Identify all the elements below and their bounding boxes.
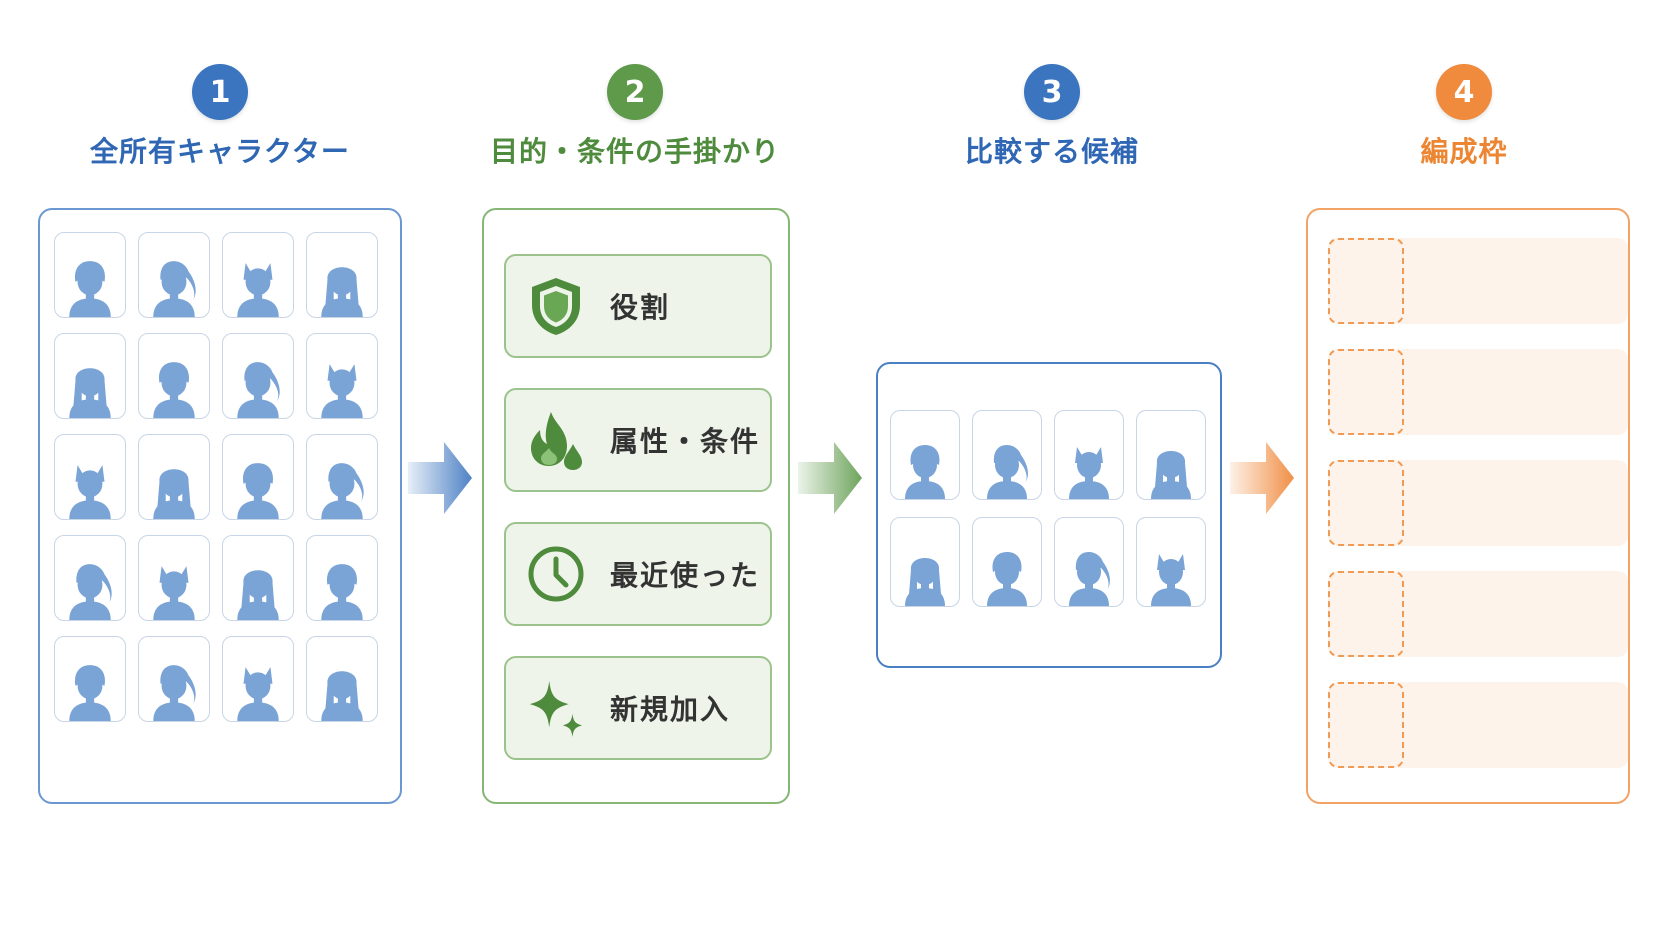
step-4-badge: 4 bbox=[1436, 64, 1492, 120]
character-silhouette-icon bbox=[229, 245, 287, 317]
shield-icon bbox=[526, 276, 586, 336]
cue-role[interactable]: 役割 bbox=[504, 254, 772, 358]
character-tile[interactable] bbox=[1054, 410, 1124, 500]
character-tile[interactable] bbox=[54, 636, 126, 722]
character-tile[interactable] bbox=[138, 333, 210, 419]
character-tile[interactable] bbox=[138, 232, 210, 318]
slot-placeholder bbox=[1328, 571, 1404, 657]
character-tile[interactable] bbox=[54, 232, 126, 318]
roster-panel bbox=[38, 208, 402, 804]
character-tile[interactable] bbox=[222, 333, 294, 419]
character-tile[interactable] bbox=[890, 517, 960, 607]
character-silhouette-icon bbox=[313, 447, 371, 519]
step-2-badge: 2 bbox=[607, 64, 663, 120]
character-silhouette-icon bbox=[229, 346, 287, 418]
character-tile[interactable] bbox=[138, 434, 210, 520]
character-tile[interactable] bbox=[222, 232, 294, 318]
character-silhouette-icon bbox=[61, 548, 119, 620]
character-silhouette-icon bbox=[979, 530, 1035, 606]
character-silhouette-icon bbox=[61, 447, 119, 519]
character-silhouette-icon bbox=[897, 423, 953, 499]
character-tile[interactable] bbox=[306, 333, 378, 419]
character-tile[interactable] bbox=[306, 535, 378, 621]
character-silhouette-icon bbox=[1143, 423, 1199, 499]
cue-new-label: 新規加入 bbox=[610, 693, 731, 726]
clock-icon bbox=[526, 544, 586, 604]
step-1-badge: 1 bbox=[192, 64, 248, 120]
character-silhouette-icon bbox=[979, 423, 1035, 499]
cue-role-label: 役割 bbox=[610, 291, 671, 324]
character-tile[interactable] bbox=[1136, 410, 1206, 500]
cue-recent-label: 最近使った bbox=[610, 559, 761, 592]
step-3-badge: 3 bbox=[1024, 64, 1080, 120]
character-silhouette-icon bbox=[313, 548, 371, 620]
character-silhouette-icon bbox=[897, 530, 953, 606]
character-tile[interactable] bbox=[138, 535, 210, 621]
arrow-right-icon bbox=[408, 442, 472, 514]
character-silhouette-icon bbox=[313, 346, 371, 418]
character-silhouette-icon bbox=[145, 245, 203, 317]
team-slot[interactable] bbox=[1328, 349, 1628, 435]
arrow-right-icon bbox=[1230, 442, 1294, 514]
character-silhouette-icon bbox=[61, 245, 119, 317]
character-silhouette-icon bbox=[1061, 530, 1117, 606]
character-silhouette-icon bbox=[145, 346, 203, 418]
arrow-right-icon bbox=[798, 442, 862, 514]
character-silhouette-icon bbox=[313, 245, 371, 317]
cue-attribute-label: 属性・条件 bbox=[610, 425, 761, 458]
character-tile[interactable] bbox=[1054, 517, 1124, 607]
cue-attribute[interactable]: 属性・条件 bbox=[504, 388, 772, 492]
slot-placeholder bbox=[1328, 349, 1404, 435]
slot-placeholder bbox=[1328, 238, 1404, 324]
character-silhouette-icon bbox=[1061, 423, 1117, 499]
character-tile[interactable] bbox=[222, 434, 294, 520]
character-tile[interactable] bbox=[222, 636, 294, 722]
character-tile[interactable] bbox=[54, 535, 126, 621]
slot-placeholder bbox=[1328, 460, 1404, 546]
character-silhouette-icon bbox=[229, 649, 287, 721]
character-silhouette-icon bbox=[61, 346, 119, 418]
character-tile[interactable] bbox=[1136, 517, 1206, 607]
character-silhouette-icon bbox=[145, 447, 203, 519]
character-tile[interactable] bbox=[306, 232, 378, 318]
character-silhouette-icon bbox=[229, 447, 287, 519]
slot-placeholder bbox=[1328, 682, 1404, 768]
candidates-panel bbox=[876, 362, 1222, 668]
step-3-title: 比較する候補 bbox=[964, 135, 1139, 168]
sparkle-icon bbox=[526, 678, 586, 738]
character-tile[interactable] bbox=[306, 434, 378, 520]
character-tile[interactable] bbox=[54, 434, 126, 520]
character-tile[interactable] bbox=[972, 517, 1042, 607]
team-slot[interactable] bbox=[1328, 238, 1628, 324]
character-silhouette-icon bbox=[229, 548, 287, 620]
team-slot[interactable] bbox=[1328, 571, 1628, 657]
character-silhouette-icon bbox=[145, 548, 203, 620]
cue-recent[interactable]: 最近使った bbox=[504, 522, 772, 626]
flame-drop-icon bbox=[526, 410, 586, 470]
character-silhouette-icon bbox=[1143, 530, 1199, 606]
character-silhouette-icon bbox=[61, 649, 119, 721]
character-tile[interactable] bbox=[138, 636, 210, 722]
team-slot[interactable] bbox=[1328, 682, 1628, 768]
step-1-title: 全所有キャラクター bbox=[90, 135, 350, 168]
step-2-title: 目的・条件の手掛かり bbox=[489, 135, 780, 168]
character-tile[interactable] bbox=[54, 333, 126, 419]
character-tile[interactable] bbox=[306, 636, 378, 722]
character-tile[interactable] bbox=[890, 410, 960, 500]
character-silhouette-icon bbox=[313, 649, 371, 721]
team-panel bbox=[1306, 208, 1630, 804]
team-slot[interactable] bbox=[1328, 460, 1628, 546]
character-tile[interactable] bbox=[222, 535, 294, 621]
cues-panel: 役割 属性・条件 最近使った 新規加入 bbox=[482, 208, 790, 804]
character-silhouette-icon bbox=[145, 649, 203, 721]
cue-new[interactable]: 新規加入 bbox=[504, 656, 772, 760]
character-tile[interactable] bbox=[972, 410, 1042, 500]
step-4-title: 編成枠 bbox=[1420, 135, 1508, 168]
